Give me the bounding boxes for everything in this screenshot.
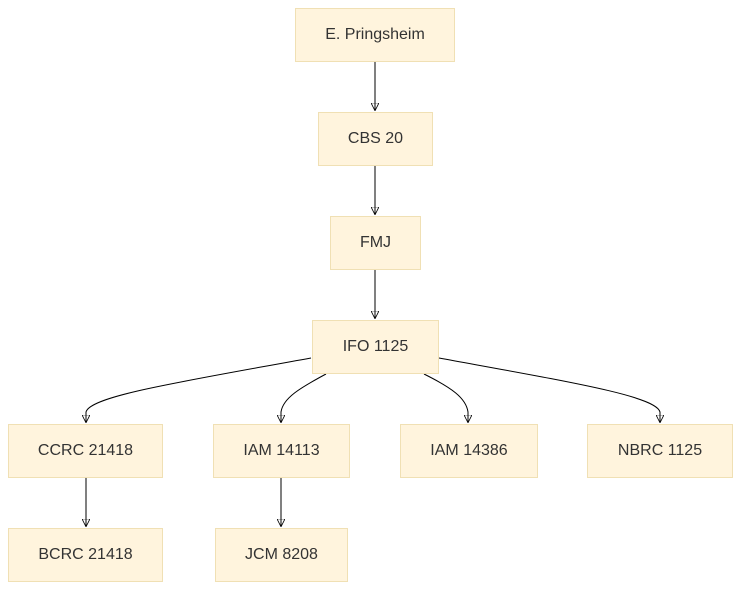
edge-ifo1125-to-iam14113: [281, 373, 327, 422]
node-nbrc1125: NBRC 1125: [587, 424, 733, 478]
node-ccrc21418: CCRC 21418: [8, 424, 163, 478]
edge-ifo1125-to-iam14386: [423, 373, 468, 422]
node-iam14386: IAM 14386: [400, 424, 538, 478]
node-iam14113: IAM 14113: [213, 424, 350, 478]
node-ifo1125: IFO 1125: [312, 320, 439, 374]
node-bcrc21418: BCRC 21418: [8, 528, 163, 582]
node-pringsheim: E. Pringsheim: [295, 8, 455, 62]
node-cbs20: CBS 20: [318, 112, 433, 166]
edge-ifo1125-to-nbrc1125: [438, 357, 660, 422]
edge-ifo1125-to-ccrc21418: [86, 357, 312, 422]
node-fmj: FMJ: [330, 216, 421, 270]
node-jcm8208: JCM 8208: [215, 528, 348, 582]
